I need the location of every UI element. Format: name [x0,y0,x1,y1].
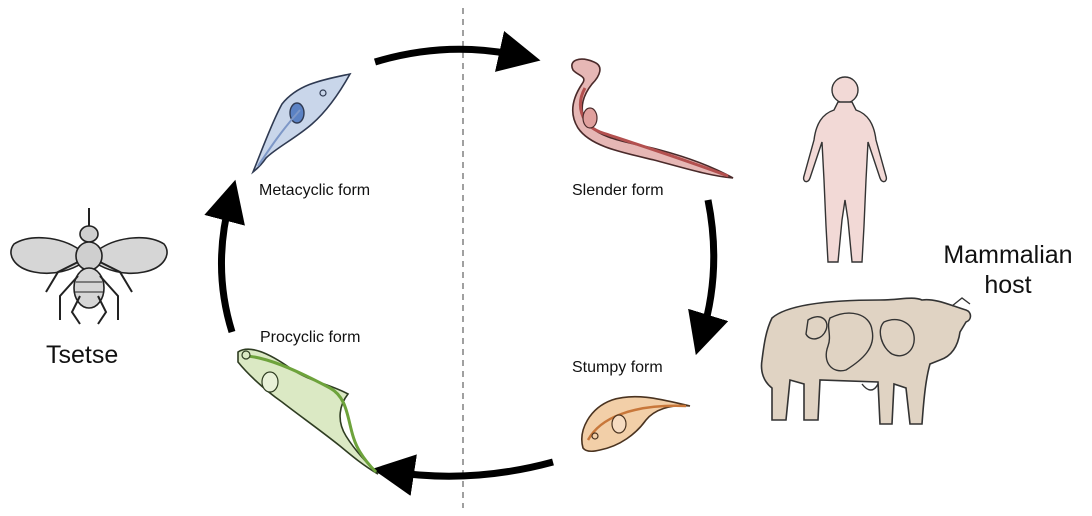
human-silhouette-icon [804,77,887,262]
procyclic-form-label: Procyclic form [260,329,360,347]
stumpy-trypanosome-icon [582,397,690,452]
metacyclic-form-label: Metacyclic form [259,182,370,200]
mammalian-host-label-line2: host [933,270,1083,300]
mammalian-host-label: Mammalian host [933,240,1083,300]
tsetse-label: Tsetse [46,340,118,370]
slender-form-label: Slender form [572,182,664,200]
metacyclic-trypanosome-icon [253,74,350,172]
arrow-metacyclic-to-slender [375,49,520,62]
arrow-slender-to-stumpy [702,200,714,335]
arrow-stumpy-to-procyclic [393,462,553,476]
arrow-procyclic-to-metacyclic [221,200,232,332]
slender-trypanosome-icon [572,59,733,178]
mammalian-host-label-line1: Mammalian [933,240,1083,270]
stumpy-form-label: Stumpy form [572,359,663,377]
tsetse-fly-icon [11,208,167,324]
cow-icon [761,298,970,424]
procyclic-trypanosome-icon [238,349,378,474]
